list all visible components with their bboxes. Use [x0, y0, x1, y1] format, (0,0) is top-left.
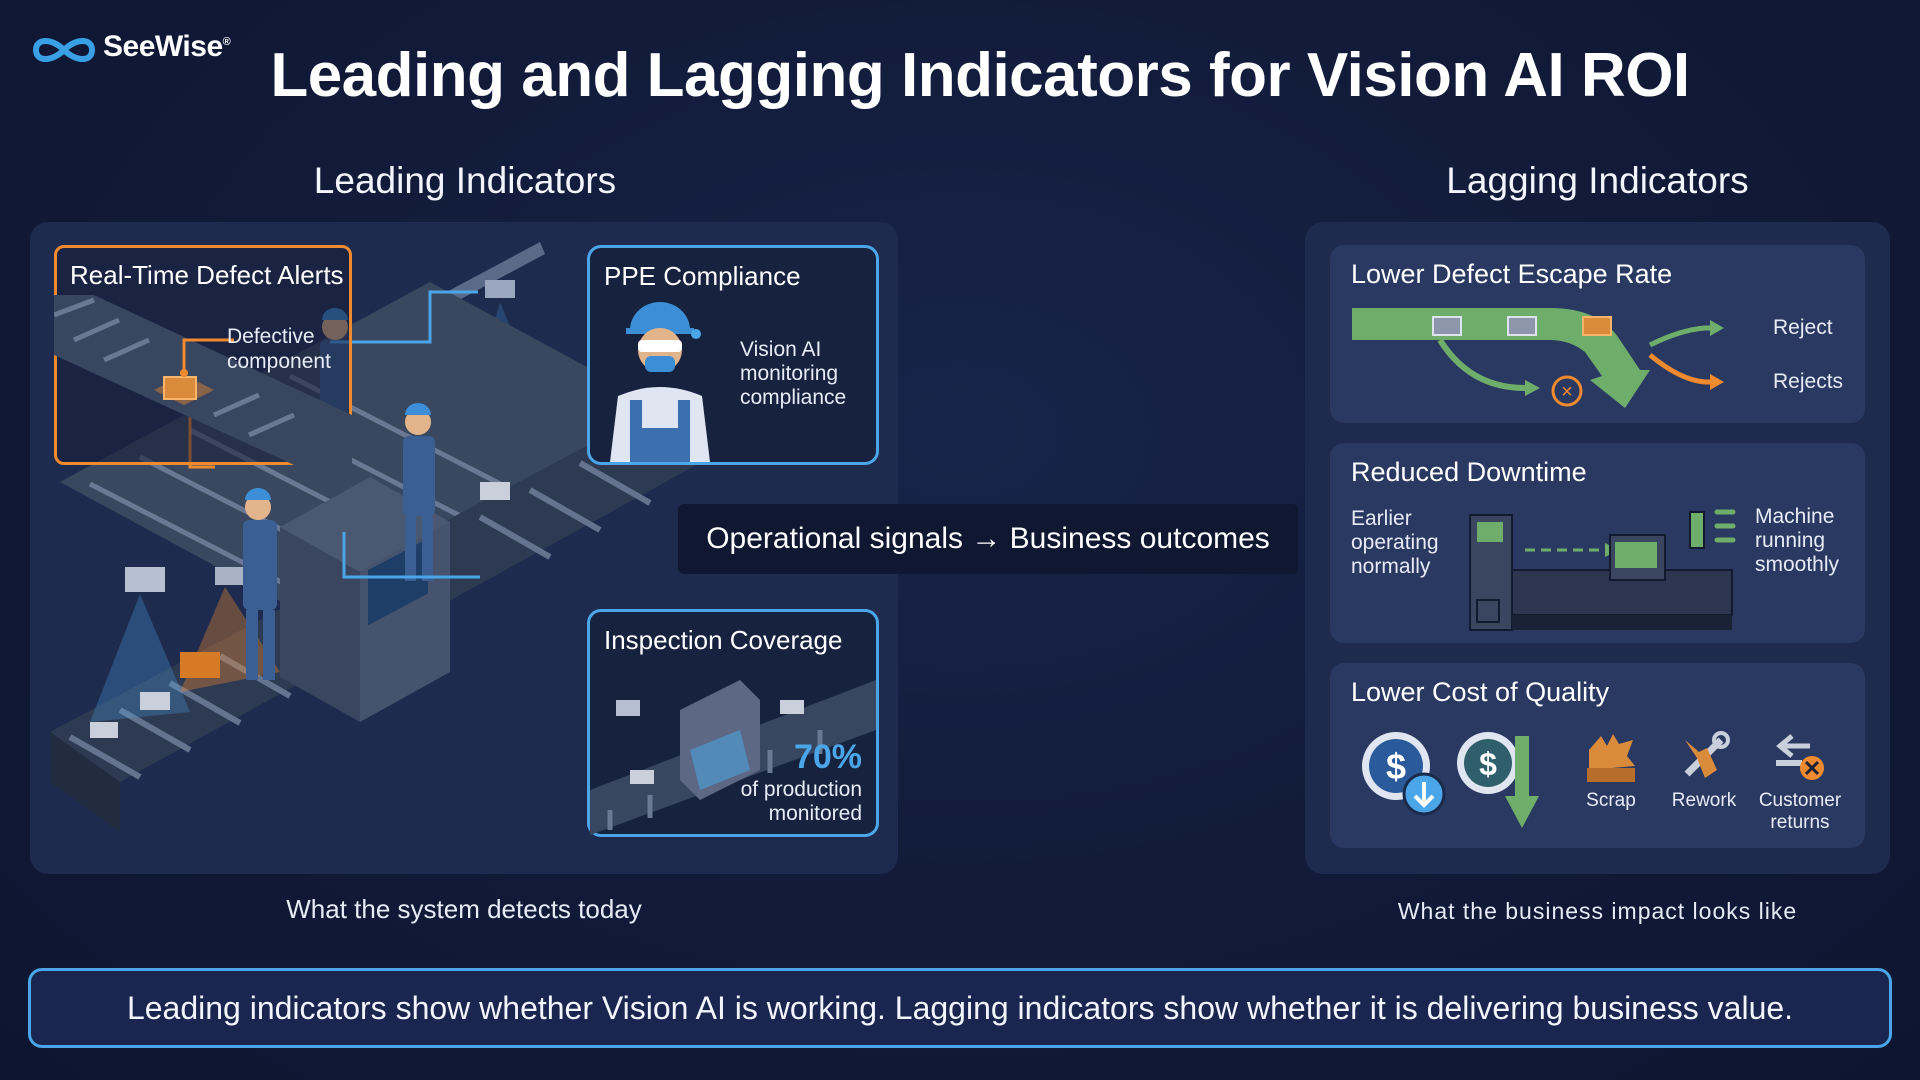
- coverage-value: 70%: [793, 738, 862, 776]
- ppe-line3: compliance: [740, 386, 847, 409]
- scrap-icon: [1587, 734, 1635, 782]
- coverage-line2: monitored: [768, 802, 862, 825]
- dollar-down-blue-icon: $: [1362, 732, 1446, 816]
- coverage-title: Inspection Coverage: [604, 625, 843, 655]
- returns-label-line1: Customer: [1758, 790, 1842, 811]
- defect-label-line1: Defective: [227, 325, 315, 348]
- factory-scene-illustration: [50, 242, 720, 832]
- returns-label-line2: returns: [1770, 812, 1830, 833]
- ppe-line1: Vision AI: [740, 338, 822, 361]
- downtime-right2: running: [1755, 529, 1826, 552]
- ppe-line2: monitoring: [740, 362, 839, 385]
- defect-flow-illustration: ×: [1352, 308, 1724, 408]
- bridge-banner: [678, 504, 1298, 574]
- bridge-text: Operational signals → Business outcomes: [706, 522, 1270, 555]
- dollar-down-green-icon: $: [1457, 732, 1539, 828]
- downtime-left3: normally: [1351, 555, 1431, 578]
- cost-title: Lower Cost of Quality: [1351, 677, 1610, 707]
- defect-label-line2: component: [227, 350, 331, 373]
- rework-icon: [1684, 731, 1730, 778]
- scrap-label: Scrap: [1586, 790, 1636, 811]
- leading-caption: What the system detects today: [286, 894, 642, 924]
- lagging-heading: Lagging Indicators: [1446, 160, 1749, 201]
- customer-returns-icon: [1776, 734, 1824, 780]
- conveyor-defect-illustration: [54, 295, 352, 465]
- production-line-machine-icon: [1469, 509, 1736, 631]
- reject-label: Reject: [1773, 316, 1833, 339]
- downtime-right1: Machine: [1755, 505, 1835, 528]
- svg-text:$: $: [1479, 746, 1497, 782]
- ppe-worker-icon: [610, 302, 710, 462]
- seewise-logo-icon: [32, 38, 96, 62]
- downtime-left1: Earlier: [1351, 507, 1412, 530]
- rejects-label: Rejects: [1773, 370, 1844, 393]
- downtime-right3: smoothly: [1755, 553, 1840, 576]
- leading-heading: Leading Indicators: [313, 160, 617, 201]
- lagging-caption: What the business impact looks like: [1397, 898, 1798, 924]
- svg-text:×: ×: [1561, 381, 1573, 403]
- downtime-left2: operating: [1351, 531, 1439, 554]
- brand-name: SeeWise®: [103, 30, 231, 63]
- svg-text:$: $: [1386, 746, 1406, 787]
- summary-banner: [28, 968, 1892, 1048]
- rework-label: Rework: [1671, 790, 1737, 811]
- page-title: Leading and Lagging Indicators for Visio…: [270, 41, 1690, 110]
- inspection-tunnel-illustration: [590, 680, 876, 835]
- summary-text: Leading indicators show whether Vision A…: [126, 990, 1794, 1026]
- defect-alerts-title: Real-Time Defect Alerts: [70, 260, 344, 290]
- defect-escape-title: Lower Defect Escape Rate: [1351, 259, 1673, 289]
- ppe-title: PPE Compliance: [604, 261, 801, 291]
- coverage-line1: of production: [740, 778, 862, 801]
- downtime-title: Reduced Downtime: [1351, 457, 1587, 487]
